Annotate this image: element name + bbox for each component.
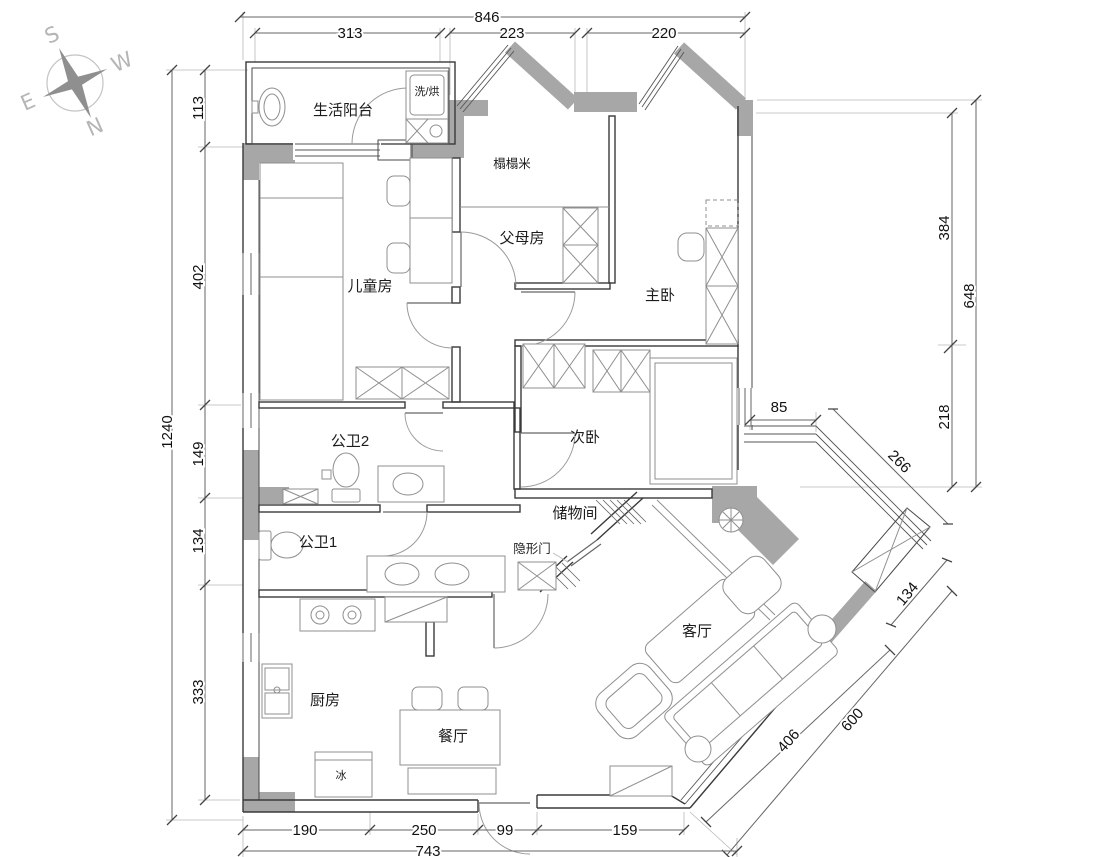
- dim-bottom-3: 159: [612, 822, 637, 839]
- bath2-door-arc: [404, 412, 444, 452]
- label-kids: 儿童房: [347, 277, 392, 295]
- label-bath2: 公卫2: [331, 433, 369, 450]
- bath2-cabinet-icon: [282, 488, 319, 505]
- second-wardrobe-icon: [522, 343, 586, 389]
- second-bedroom-door-arc: [520, 432, 576, 488]
- dining-chair-icon: [411, 686, 443, 711]
- label-living: 客厅: [682, 623, 712, 640]
- dim-left-2: 149: [190, 441, 207, 466]
- label-washer: 洗/烘: [414, 84, 439, 98]
- master-chair-icon: [677, 232, 705, 262]
- bath2-sink-icon: [377, 465, 445, 503]
- dim-top-total: 846: [474, 9, 499, 26]
- master-door-arc: [520, 291, 576, 347]
- parents-wardrobe-icon: [562, 207, 599, 284]
- kids-desk-icon: [409, 157, 453, 284]
- dim-left-total: 1240: [159, 415, 176, 448]
- side-table-icon: [684, 735, 712, 763]
- dim-right-1: 218: [936, 404, 953, 429]
- storage-cabinet-icon: [517, 561, 557, 591]
- label-storage: 储物间: [552, 505, 597, 522]
- structural-walls: [243, 41, 877, 812]
- dining-bench-icon: [407, 767, 497, 795]
- washer-dryer-icon: [405, 70, 449, 144]
- kids-bed-icon: [259, 162, 344, 401]
- kids-chair-icon: [386, 242, 411, 274]
- bath2-toilet-icon: [331, 452, 361, 503]
- label-tatami: 榻榻米: [493, 157, 531, 171]
- furniture: [251, 70, 838, 798]
- dim-left-3: 134: [190, 528, 207, 553]
- bath1-double-sink-icon: [366, 555, 506, 593]
- label-hidden-door: 隐形门: [513, 541, 551, 556]
- parents-door-arc: [460, 231, 517, 288]
- armchair-icon: [722, 555, 782, 615]
- second-bed-icon: [649, 357, 738, 485]
- dim-side-1: 266: [884, 447, 914, 477]
- dim-left-0: 113: [190, 96, 207, 120]
- label-dining: 餐厅: [438, 728, 468, 745]
- dim-top-0: 313: [337, 25, 362, 42]
- fridge-icon: [314, 751, 373, 798]
- dining-table-icon: [399, 709, 501, 766]
- dim-side-0: 85: [771, 399, 788, 416]
- dim-diagonal-1: 600: [838, 705, 867, 735]
- compass-w: W: [108, 47, 137, 77]
- bath1-toilet-icon: [258, 530, 304, 561]
- label-bath1: 公卫1: [299, 534, 337, 551]
- label-second: 次卧: [570, 429, 600, 446]
- bath1-door-arc: [382, 511, 428, 557]
- room-labels: 生活阳台 洗/烘 儿童房 榻榻米 父母房 主卧 次卧 公卫2 公卫1 储物间 隐…: [299, 84, 712, 782]
- hall-door-arc: [493, 593, 549, 649]
- kids-wardrobe-icon: [355, 366, 450, 400]
- label-master: 主卧: [645, 287, 675, 304]
- master-wardrobe-icon: [705, 199, 739, 345]
- walls: [241, 44, 932, 813]
- armchair-icon: [595, 662, 673, 740]
- dim-left-1: 402: [190, 264, 207, 289]
- compass-n: N: [83, 113, 107, 141]
- side-table-icon: [807, 614, 837, 644]
- entry-door-arc: [478, 802, 531, 855]
- shoe-cabinet-icon: [609, 765, 673, 797]
- dim-bottom-total: 743: [415, 843, 440, 857]
- dining-chair-icon: [457, 686, 489, 711]
- label-parents: 父母房: [499, 230, 544, 247]
- stove-icon: [299, 598, 376, 632]
- kids-chair-icon: [386, 175, 411, 207]
- dim-top-2: 220: [651, 25, 676, 42]
- label-fridge: 冰: [336, 769, 347, 782]
- label-kitchen: 厨房: [310, 692, 340, 709]
- balcony-sink-icon: [251, 87, 286, 127]
- kids-door-arc: [406, 302, 453, 349]
- dim-bottom-2: 99: [497, 822, 514, 839]
- dim-bottom-0: 190: [292, 822, 317, 839]
- dim-right-total: 648: [961, 283, 978, 308]
- dim-top-1: 223: [499, 25, 524, 42]
- column-icon: [718, 507, 744, 533]
- kitchen-cabinet-icon: [384, 596, 448, 623]
- dim-bottom-1: 250: [411, 822, 436, 839]
- dim-side-2: 134: [893, 579, 922, 609]
- dim-diagonal-0: 406: [774, 726, 803, 756]
- kitchen-sink-icon: [261, 663, 293, 719]
- compass-icon: S W E N: [17, 21, 137, 141]
- second-wardrobe-icon: [592, 349, 651, 393]
- dim-left-4: 333: [190, 679, 207, 704]
- compass-s: S: [41, 21, 63, 48]
- label-balcony: 生活阳台: [313, 102, 373, 119]
- compass-e: E: [17, 88, 39, 115]
- dim-right-0: 384: [936, 215, 953, 240]
